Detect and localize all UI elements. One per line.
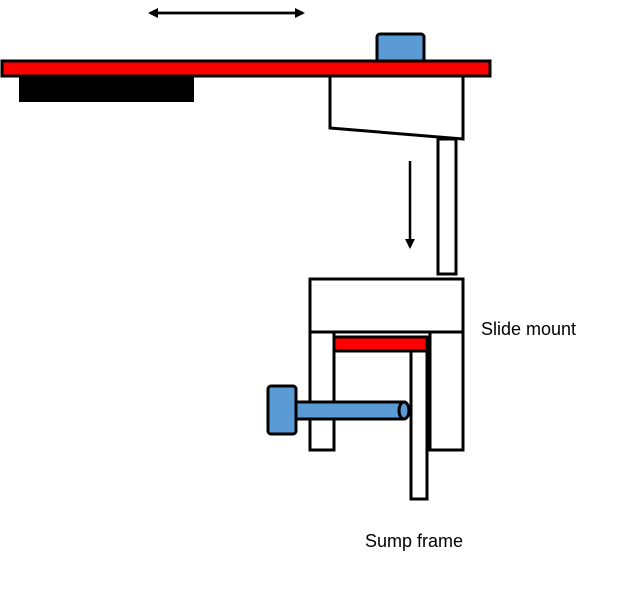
- slide-mount-right-leg: [428, 330, 465, 452]
- sump-frame-label: Sump frame: [365, 531, 463, 551]
- slide-mount: [308, 277, 465, 452]
- sump-frame-plate: [409, 349, 429, 501]
- slide-rod: [436, 137, 458, 276]
- slide-mount-top-block: [308, 277, 465, 334]
- black-pad: [19, 74, 194, 102]
- screw-tip: [397, 400, 411, 421]
- screw-knob: [266, 384, 298, 436]
- slide-mount-red-pad: [332, 335, 429, 353]
- slide-mount-left-leg: [308, 330, 336, 452]
- screw-shaft: [292, 400, 406, 421]
- top-knob: [375, 32, 426, 64]
- wedge-block: [328, 72, 465, 141]
- slide-mount-label: Slide mount: [481, 319, 576, 339]
- top-plate: [0, 59, 492, 78]
- clamp-screw: [266, 384, 411, 436]
